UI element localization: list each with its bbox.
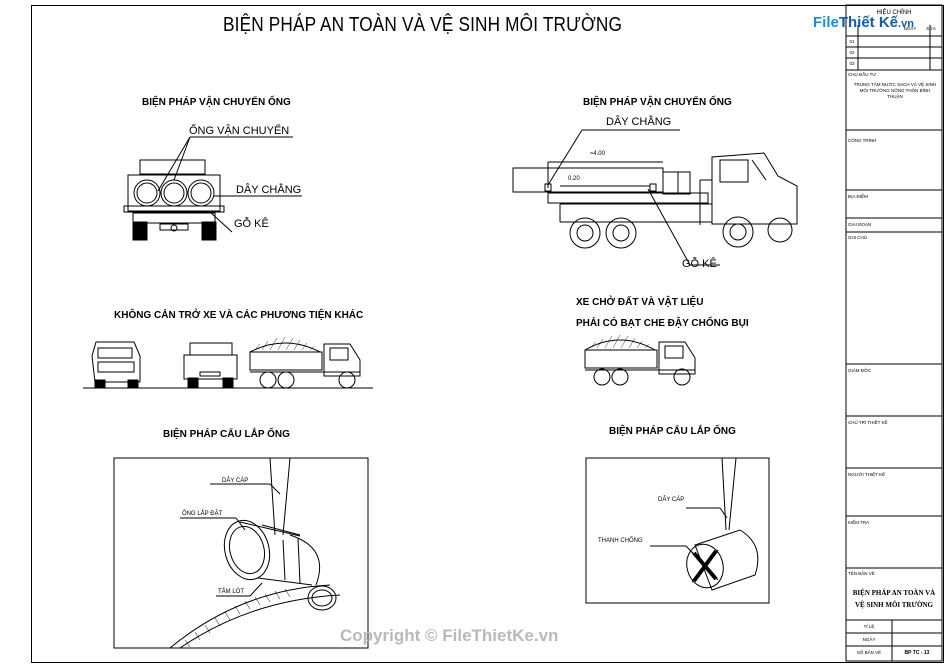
label-dim-top: ≈4.00 — [590, 151, 605, 157]
location-label: ĐỊA ĐIỂM — [848, 194, 868, 199]
traffic-title: KHÔNG CẢN TRỞ XE VÀ CÁC PHƯƠNG TIỆN KHÁC — [114, 310, 364, 321]
crane-left-drawing — [113, 457, 369, 649]
label-right-cable: DÂY CÁP — [658, 497, 685, 503]
chief-designer-label: CHỦ TRÌ THIẾT KẾ — [848, 420, 888, 425]
designer-label: NGƯỜI THIẾT KẾ — [848, 472, 886, 477]
label-left-cable: DÂY CÁP — [222, 478, 249, 484]
label-side-strap: DÂY CHẰNG — [606, 116, 672, 128]
covered-truck-drawing — [584, 339, 696, 386]
label-transport-pipe: ỐNG VẬN CHUYỂN — [189, 125, 290, 137]
crane-left-ground-hatch — [184, 588, 291, 648]
site-logo: FileThiết Kế.vn — [813, 14, 914, 31]
label-side-block: GỖ KÊ — [682, 258, 717, 270]
soil-truck-line1: XE CHỞ ĐẤT VÀ VẬT LIỆU — [576, 297, 704, 308]
drawing-name-line1: BIỆN PHÁP AN TOÀN VÀ — [852, 589, 936, 597]
soil-hatch-covered — [589, 334, 650, 349]
date-row-label: NGÀY — [862, 637, 876, 642]
scale-label: TỈ LỆ — [863, 624, 875, 629]
rev-row-3: 03 — [849, 61, 855, 66]
checker-label: KIỂM TRA — [848, 520, 870, 525]
label-left-pad: TẤM LÓT — [218, 589, 245, 595]
owner-value: TRUNG TÂM NƯỚC SẠCH VÀ VỆ SINH MÔI TRƯỜN… — [853, 82, 937, 99]
label-front-strap: DÂY CHẰNG — [236, 184, 302, 196]
label-right-brace: THANH CHỐNG — [598, 538, 643, 544]
sheet-no-value: BP TC - 13 — [904, 650, 930, 656]
logo-part-domain: .vn — [898, 18, 914, 30]
crane-right-title: BIỆN PHÁP CẨU LẮP ỐNG — [609, 426, 736, 437]
logo-part-file: File — [813, 14, 839, 31]
crane-left-title: BIỆN PHÁP CẨU LẮP ỐNG — [163, 429, 290, 440]
sheet-border — [31, 5, 944, 663]
drawing-name-line2: VỆ SINH MÔI TRƯỜNG — [855, 601, 933, 609]
copyright-watermark: Copyright © FileThietKe.vn — [340, 626, 559, 645]
soil-hatch-traffic — [254, 336, 315, 351]
owner-label: CHỦ ĐẦU TƯ — [848, 72, 877, 77]
approval-label: GIÁM ĐỐC — [848, 368, 871, 373]
front-truck-drawing — [123, 136, 302, 241]
crane-right-brace — [692, 549, 718, 583]
page-title: BIỆN PHÁP AN TOÀN VÀ VỆ SINH MÔI TRƯỜNG — [222, 14, 623, 36]
traffic-drawing — [83, 341, 373, 389]
rev-content-label: SỬA — [926, 26, 936, 31]
title-block-frame — [845, 4, 943, 662]
soil-truck-line2: PHẢI CÓ BẠT CHE ĐẬY CHỐNG BỤI — [576, 318, 749, 329]
phase-label: GIAI ĐOẠN — [848, 222, 872, 227]
rev-row-1: 01 — [849, 39, 855, 44]
label-left-pipe: ỐNG LẮP ĐẶT — [182, 511, 223, 517]
rev-date-label: NGÀY — [903, 26, 917, 31]
logo-part-thietke: Thiết Kế — [838, 14, 899, 31]
crane-right-drawing — [585, 457, 770, 604]
revision-header: HIỆU CHỈNH — [876, 10, 912, 16]
transport-front-title: BIỆN PHÁP VẬN CHUYỂN ỐNG — [142, 97, 291, 108]
sheet-no-label: SỐ BẢN VẼ — [856, 650, 882, 655]
transport-side-title: BIỆN PHÁP VẬN CHUYỂN ỐNG — [583, 97, 732, 108]
project-label: CÔNG TRÌNH — [848, 138, 877, 143]
drawing-name-label: TÊN BẢN VẼ — [848, 571, 875, 576]
label-dim-low: 0.20 — [568, 176, 580, 182]
rev-row-2: 02 — [849, 50, 855, 55]
label-front-block: GỖ KÊ — [234, 218, 269, 230]
notes-label: GHI CHÚ — [848, 235, 867, 240]
side-truck-drawing — [512, 129, 798, 266]
